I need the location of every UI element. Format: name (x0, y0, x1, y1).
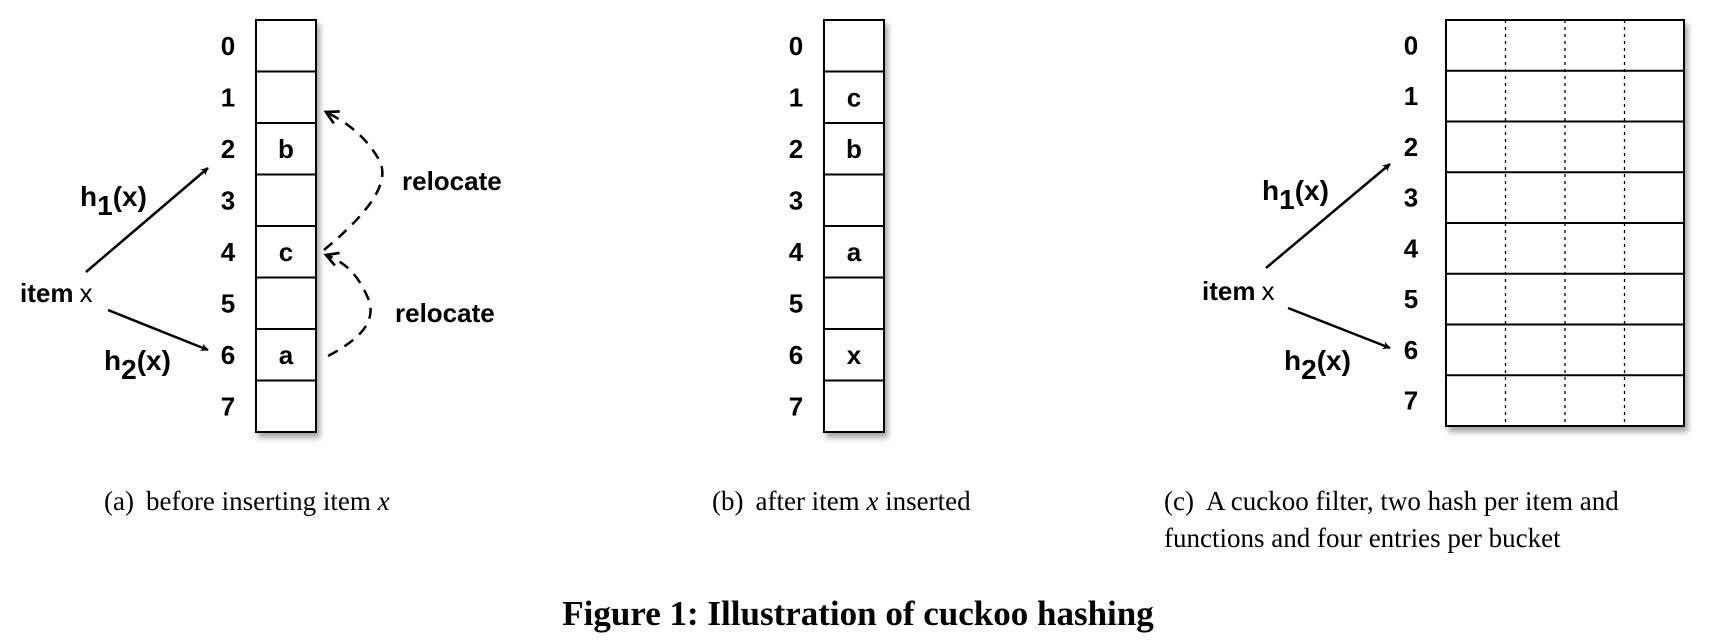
panel-c-bucket-index: 3 (1404, 183, 1418, 213)
panel-a-cell-value: a (279, 340, 294, 370)
panel-b-bucket-index: 1 (789, 82, 803, 112)
panel-a-cell-value: c (279, 237, 293, 267)
panel-c-bucket-index: 7 (1404, 386, 1418, 416)
panel-a-cell-value: b (278, 134, 294, 164)
panel-b-bucket-index: 4 (789, 237, 804, 267)
panel-c-caption-line-2: functions and four entries per bucket (1164, 523, 1561, 553)
panel-b: 0 1 2 3 4 5 6 7 cb a x (b)after item x inserted (712, 19, 971, 516)
panel-a-relocate-arrow-upper (323, 112, 384, 251)
panel-a-bucket-index: 2 (221, 134, 235, 164)
panel-b-bucket-index: 5 (789, 288, 803, 318)
panel-a-relocate-arrow-lower (326, 255, 372, 358)
panel-c-bucket-index: 6 (1404, 335, 1418, 365)
panel-b-bucket-index: 3 (789, 185, 803, 215)
panel-a-h1-label: h1(x) (80, 181, 147, 221)
panel-c-h2-arrow (1287, 306, 1391, 350)
panel-a-table-grid (256, 70, 316, 382)
panel-a-bucket-index: 7 (221, 391, 235, 421)
panel-c-h1-arrow (1265, 163, 1391, 269)
panel-a-caption: (a)before inserting item x (104, 486, 390, 516)
panel-b-table-grid (824, 70, 884, 382)
panel-c-bucket-index: 4 (1404, 233, 1419, 263)
panel-a-bucket-index: 5 (221, 288, 235, 318)
panel-c-bucket-index: 0 (1404, 30, 1418, 60)
panel-b-table-cells: cb a x (846, 82, 862, 370)
panel-a-h1-arrow (85, 167, 209, 273)
panel-a-h2-arrow (107, 308, 209, 352)
panel-b-bucket-indices: 0 1 2 3 4 5 6 7 (789, 31, 804, 422)
panel-a-bucket-index: 4 (221, 237, 236, 267)
panel-b-bucket-index: 6 (789, 340, 803, 370)
panel-b-cell-value: c (847, 82, 861, 112)
panel-c-bucket-indices: 0 1 2 3 4 5 6 7 (1404, 30, 1419, 415)
panel-c-entry-dividers (1504, 20, 1626, 426)
panel-b-cell-value: x (847, 340, 862, 370)
panel-b-bucket-index: 7 (789, 391, 803, 421)
panel-b-cell-value: b (846, 134, 862, 164)
panel-c-bucket-index: 2 (1404, 132, 1418, 162)
panel-a-relocate-label-upper: relocate (402, 166, 502, 196)
panel-a-relocate-label-lower: relocate (395, 298, 495, 328)
panel-c-bucket-index: 1 (1404, 81, 1418, 111)
panel-c-caption-line-1: (c)A cuckoo filter, two hash per item an… (1164, 486, 1619, 516)
panel-c-h1-label: h1(x) (1262, 175, 1329, 215)
panel-a-h2-label: h2(x) (104, 345, 171, 385)
figure-title: Figure 1: Illustration of cuckoo hashing (562, 594, 1154, 633)
panel-a-bucket-index: 1 (221, 82, 235, 112)
panel-b-cell-value: a (847, 237, 862, 267)
panel-b-bucket-index: 2 (789, 134, 803, 164)
panel-b-bucket-index: 0 (789, 31, 803, 61)
panel-c-bucket-index: 5 (1404, 284, 1418, 314)
panel-c-h2-label: h2(x) (1284, 345, 1351, 385)
panel-a-table-cells: b c a (278, 134, 294, 370)
panel-a-bucket-index: 6 (221, 340, 235, 370)
panel-b-caption: (b)after item x inserted (712, 486, 971, 516)
panel-a-bucket-indices: 0 1 2 3 4 5 6 7 (221, 31, 236, 422)
panel-a-bucket-index: 3 (221, 185, 235, 215)
panel-a-bucket-index: 0 (221, 31, 235, 61)
